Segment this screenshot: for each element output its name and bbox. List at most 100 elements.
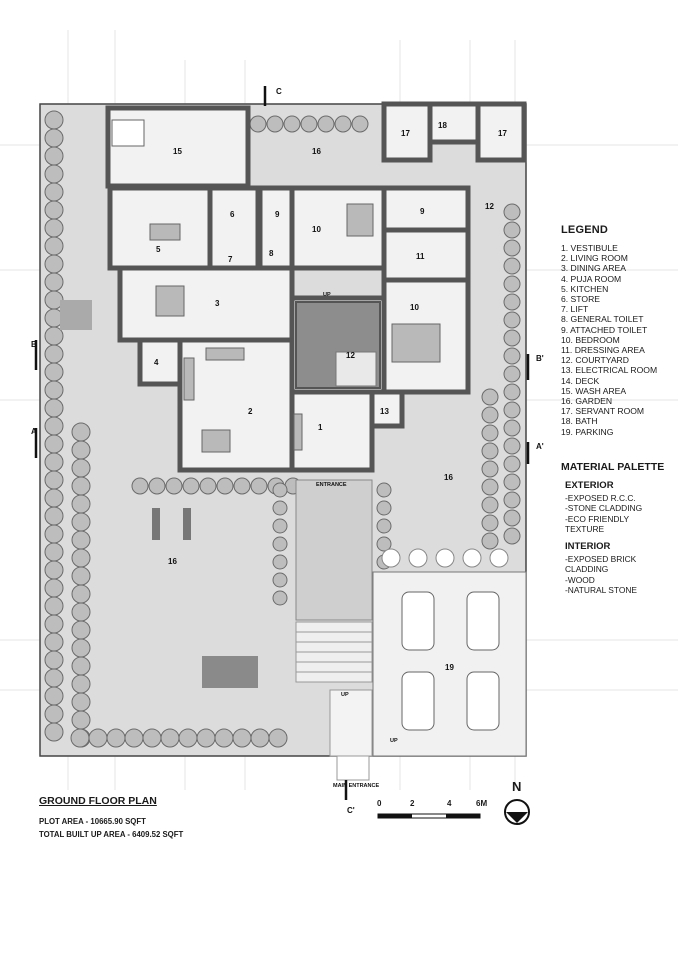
up-label-3: UP (390, 738, 398, 744)
tree-icon (481, 514, 499, 532)
parked-cars (401, 591, 500, 731)
tree-icon (481, 478, 499, 496)
tree-icon (44, 470, 64, 490)
section-label-a: A (31, 427, 37, 436)
planter-circles (381, 548, 509, 568)
room-number-17b: 17 (498, 129, 507, 138)
legend-item: 4. PUJA ROOM (561, 273, 622, 284)
courtyard-stair (335, 351, 377, 387)
entrance-label: ENTRANCE (316, 482, 347, 488)
legend-item: 14. DECK (561, 375, 600, 386)
tree-icon (44, 434, 64, 454)
tree-icon (71, 440, 91, 460)
tree-icon (71, 638, 91, 658)
legend-item: 17. SERVANT ROOM (561, 406, 645, 417)
tree-icon (44, 560, 64, 580)
legend-item: 12. COURTYARD (561, 355, 629, 366)
tree-icon (250, 477, 268, 495)
tree-icon (481, 424, 499, 442)
north-arrow-icon (504, 799, 530, 825)
legend-item: 19. PARKING (561, 426, 614, 437)
tree-icon (44, 380, 64, 400)
tree-icon (44, 110, 64, 130)
plot-area-text: PLOT AREA - 10665.90 SQFT (39, 817, 146, 826)
tree-icon (44, 200, 64, 220)
exterior-materials-list: -EXPOSED R.C.C.-STONE CLADDING-ECO FRIEN… (565, 493, 642, 535)
tree-icon (44, 704, 64, 724)
tree-icon (44, 542, 64, 562)
tree-icon (71, 584, 91, 604)
room-number-16c: 16 (168, 557, 177, 566)
tree-icon (44, 362, 64, 382)
exterior-material-item: -STONE CLADDING (565, 503, 643, 514)
tree-icon (250, 728, 270, 748)
tree-icon (503, 401, 521, 419)
tree-icon (376, 482, 392, 498)
tree-icon (376, 500, 392, 516)
legend-item: 8. GENERAL TOILET (561, 314, 644, 325)
up-label-1: UP (323, 292, 331, 298)
legend-item: 3. DINING AREA (561, 263, 626, 274)
tree-icon (503, 365, 521, 383)
room-number-13: 13 (380, 407, 389, 416)
interior-title: INTERIOR (565, 541, 611, 552)
tree-icon (71, 620, 91, 640)
tree-icon (503, 437, 521, 455)
legend-item: 5. KITCHEN (561, 283, 609, 294)
tree-icon (503, 509, 521, 527)
tree-icon (300, 115, 318, 133)
tree-icon (70, 728, 90, 748)
tree-icon (148, 477, 166, 495)
section-markers (34, 86, 530, 800)
tree-icon (44, 272, 64, 292)
tree-icon (214, 728, 234, 748)
tree-icon (503, 221, 521, 239)
tree-icon (44, 686, 64, 706)
room-number-3: 3 (215, 299, 220, 308)
tree-icon (481, 442, 499, 460)
tree-icon (88, 728, 108, 748)
tree-icon (71, 512, 91, 532)
tree-icon (71, 422, 91, 442)
section-label-b-prime: B' (536, 354, 544, 363)
legend-item: 6. STORE (561, 294, 601, 305)
tree-icon (44, 650, 64, 670)
tree-icon (71, 692, 91, 712)
tree-icon (71, 458, 91, 478)
tree-icon (178, 728, 198, 748)
tree-icon (272, 518, 288, 534)
tree-icon (233, 477, 251, 495)
room-number-12b: 12 (485, 202, 494, 211)
tree-icon (44, 416, 64, 436)
room-number-8: 8 (269, 249, 274, 258)
room-number-9b: 9 (420, 207, 425, 216)
tree-icon (44, 668, 64, 688)
tree-icon (481, 406, 499, 424)
tree-icon (44, 164, 64, 184)
room-number-2: 2 (248, 407, 253, 416)
tree-icon (182, 477, 200, 495)
tree-icon (334, 115, 352, 133)
tree-icon (71, 674, 91, 694)
tree-icon (503, 383, 521, 401)
room-number-6: 6 (230, 210, 235, 219)
room-number-12a: 12 (346, 351, 355, 360)
tree-icon (44, 524, 64, 544)
interior-material-item: CLADDING (565, 564, 609, 575)
legend-item: 18. BATH (561, 416, 598, 427)
room-number-16b: 16 (444, 473, 453, 482)
tree-icon (71, 476, 91, 496)
tree-icon (272, 536, 288, 552)
tree-icon (272, 554, 288, 570)
tree-icon (283, 115, 301, 133)
legend-item: 10. BEDROOM (561, 334, 620, 345)
room-number-10b: 10 (410, 303, 419, 312)
room-number-1: 1 (318, 423, 323, 432)
legend-item: 13. ELECTRICAL ROOM (561, 365, 658, 376)
legend-item: 7. LIFT (561, 304, 589, 315)
built-up-area-text: TOTAL BUILT UP AREA - 6409.52 SQFT (39, 830, 184, 839)
tree-icon (503, 473, 521, 491)
tree-icon (272, 482, 288, 498)
tree-icon (503, 419, 521, 437)
north-label: N (512, 779, 522, 794)
